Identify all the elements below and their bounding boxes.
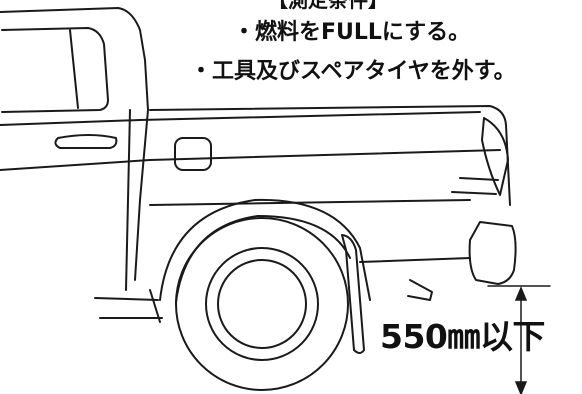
wheel-hub [217,259,307,349]
fender-flare [159,198,371,301]
conditions-heading: 【測定条件】 [268,0,388,12]
cab-outline [0,7,149,281]
bed-lower-line [149,199,471,206]
fuel-lid [174,137,212,171]
dimension-arrowhead-bottom [514,381,528,394]
tail-light [481,117,509,196]
condition-fuel-full: ・燃料をFULLにする。 [233,20,471,45]
bed-bottom [359,257,471,263]
condition-remove-tools: ・工具及びスペアタイヤを外す。 [190,59,516,84]
rear-bumper [468,221,517,285]
body-character-line [0,149,501,171]
body-beltline [0,111,481,126]
rocker-lines [149,289,161,323]
rear-tire [175,217,349,391]
door-handle [54,134,118,149]
cab-window [1,27,109,113]
fender-inner [175,215,351,303]
exhaust [407,279,433,301]
bed-top-rail [149,105,511,206]
rear-wheel [205,247,319,361]
window-pillar [69,29,79,109]
dimension-arrowhead-top [514,286,528,301]
rocker-panel [94,297,163,319]
ground-clearance-label: 550㎜以下 [380,317,545,356]
mud-flap [341,234,365,354]
tail-light-lines [451,177,499,195]
cab-rear-edge [125,109,131,291]
